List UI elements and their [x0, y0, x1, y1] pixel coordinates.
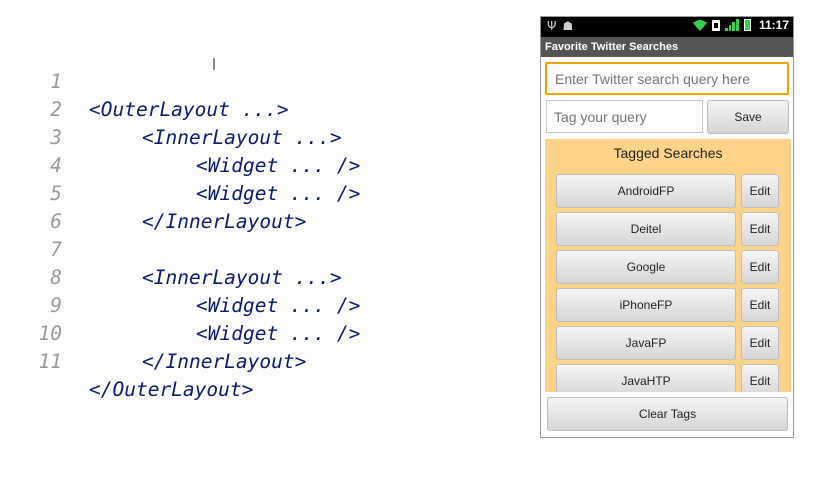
search-tag-button[interactable]: iPhoneFP [556, 288, 736, 322]
code-text: <InnerLayout ...> [142, 126, 342, 149]
battery-icon [743, 19, 751, 31]
code-line: 8 <Widget ... /> [0, 236, 360, 317]
line-number: 11 [38, 350, 62, 373]
code-text: <Widget ... /> [196, 182, 361, 205]
tagged-searches-panel: Tagged Searches AndroidFP Edit Deitel Ed… [545, 139, 791, 392]
line-number: 6 [50, 210, 62, 233]
code-text: <OuterLayout ...> [89, 98, 289, 121]
code-line: 10 </InnerLayout> [0, 292, 307, 373]
system-icons: 11:17 [692, 18, 789, 32]
signal-icon [724, 19, 739, 31]
code-text: <Widget ... /> [196, 294, 361, 317]
code-line: 11 </OuterLayout> [0, 320, 254, 401]
line-number: 7 [50, 238, 62, 261]
tag-input[interactable] [546, 100, 703, 133]
code-text: <Widget ... /> [196, 154, 361, 177]
code-line: 3 <Widget ... /> [0, 96, 360, 177]
code-text: </InnerLayout> [142, 210, 307, 233]
line-number: 5 [50, 182, 62, 205]
code-line: 1 <OuterLayout ...> [0, 40, 288, 121]
code-line: 6 [0, 180, 62, 233]
edit-button[interactable]: Edit [741, 364, 779, 392]
text-cursor-icon [213, 58, 215, 70]
code-text: <Widget ... /> [196, 322, 361, 345]
save-button[interactable]: Save [707, 100, 789, 134]
search-tag-button[interactable]: JavaHTP [556, 364, 736, 392]
list-item: JavaFP Edit [556, 326, 780, 360]
phone-screen: Ψ☗ 11:17 Favorite Twitter Searches Save … [540, 16, 794, 438]
line-number: 1 [50, 70, 62, 93]
edit-button[interactable]: Edit [741, 326, 779, 360]
line-number: 3 [50, 126, 62, 149]
list-item: Google Edit [556, 250, 780, 284]
status-bar: Ψ☗ 11:17 [541, 17, 793, 37]
search-tag-button[interactable]: AndroidFP [556, 174, 736, 208]
edit-button[interactable]: Edit [741, 250, 779, 284]
app-title: Favorite Twitter Searches [541, 37, 793, 57]
tagged-searches-title: Tagged Searches [613, 145, 723, 161]
edit-button[interactable]: Edit [741, 288, 779, 322]
list-item: iPhoneFP Edit [556, 288, 780, 322]
search-tag-button[interactable]: Google [556, 250, 736, 284]
line-number: 4 [50, 154, 62, 177]
code-text: </OuterLayout> [89, 378, 254, 401]
sim-icon [711, 19, 720, 31]
status-clock: 11:17 [758, 18, 789, 32]
code-line: 5 </InnerLayout> [0, 152, 306, 233]
notification-icons: Ψ☗ [547, 19, 579, 33]
line-number: 8 [50, 266, 62, 289]
search-query-input[interactable] [545, 62, 789, 95]
wifi-icon [692, 19, 707, 31]
line-number: 10 [38, 322, 62, 345]
android-debug-icon: ☗ [562, 19, 574, 33]
code-line: 4 <Widget ... /> [0, 124, 360, 205]
code-line: 2 <InnerLayout ...> [0, 68, 341, 149]
search-tag-button[interactable]: JavaFP [556, 326, 736, 360]
code-text: </InnerLayout> [142, 350, 307, 373]
search-tag-button[interactable]: Deitel [556, 212, 736, 246]
edit-button[interactable]: Edit [741, 174, 779, 208]
clear-tags-button[interactable]: Clear Tags [547, 397, 788, 431]
line-number: 2 [50, 98, 62, 121]
list-item: JavaHTP Edit [556, 364, 780, 392]
list-item: Deitel Edit [556, 212, 780, 246]
line-number: 9 [50, 294, 62, 317]
code-line: 7 <InnerLayout ...> [0, 208, 341, 289]
list-item: AndroidFP Edit [556, 174, 780, 208]
code-text: <InnerLayout ...> [142, 266, 342, 289]
edit-button[interactable]: Edit [741, 212, 779, 246]
usb-icon: Ψ [547, 19, 557, 33]
code-line: 9 <Widget ... /> [0, 264, 360, 345]
